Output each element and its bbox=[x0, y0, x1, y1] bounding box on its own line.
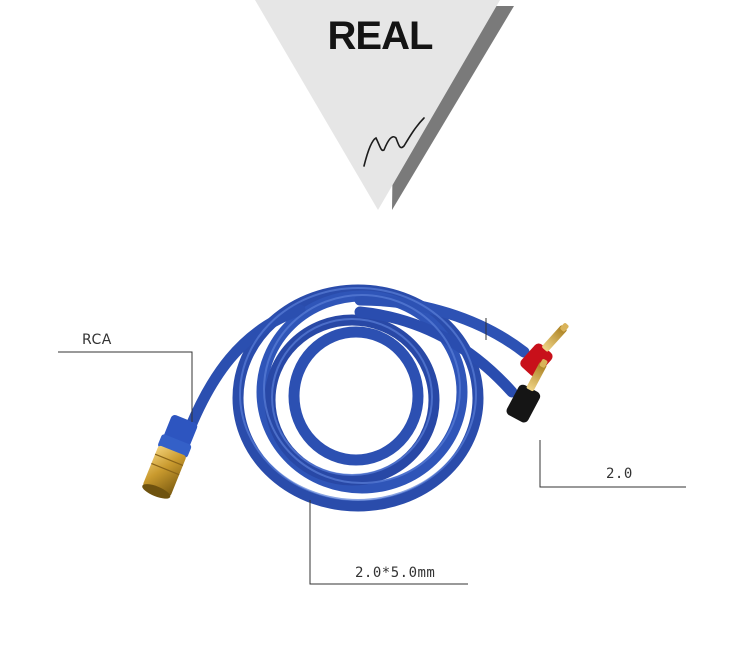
callout-lines bbox=[58, 318, 686, 585]
badge-title: REAL bbox=[327, 14, 434, 58]
rca-plug bbox=[142, 415, 198, 499]
badge-triangle bbox=[255, 0, 500, 210]
callout-line-dimensions bbox=[309, 500, 468, 585]
black-pin-connector bbox=[506, 359, 548, 423]
rca-label: RCA bbox=[82, 332, 112, 348]
callout-line-pin bbox=[539, 440, 686, 488]
cable-dimensions-label: 2.0*5.0mm bbox=[355, 565, 436, 581]
cable-highlights bbox=[239, 287, 477, 501]
real-badge bbox=[255, 0, 514, 210]
pin-size-label: 2.0 bbox=[606, 466, 633, 482]
callout-line-rca bbox=[58, 351, 193, 422]
red-pin-connector bbox=[520, 323, 569, 377]
signature-scribble bbox=[363, 117, 425, 167]
